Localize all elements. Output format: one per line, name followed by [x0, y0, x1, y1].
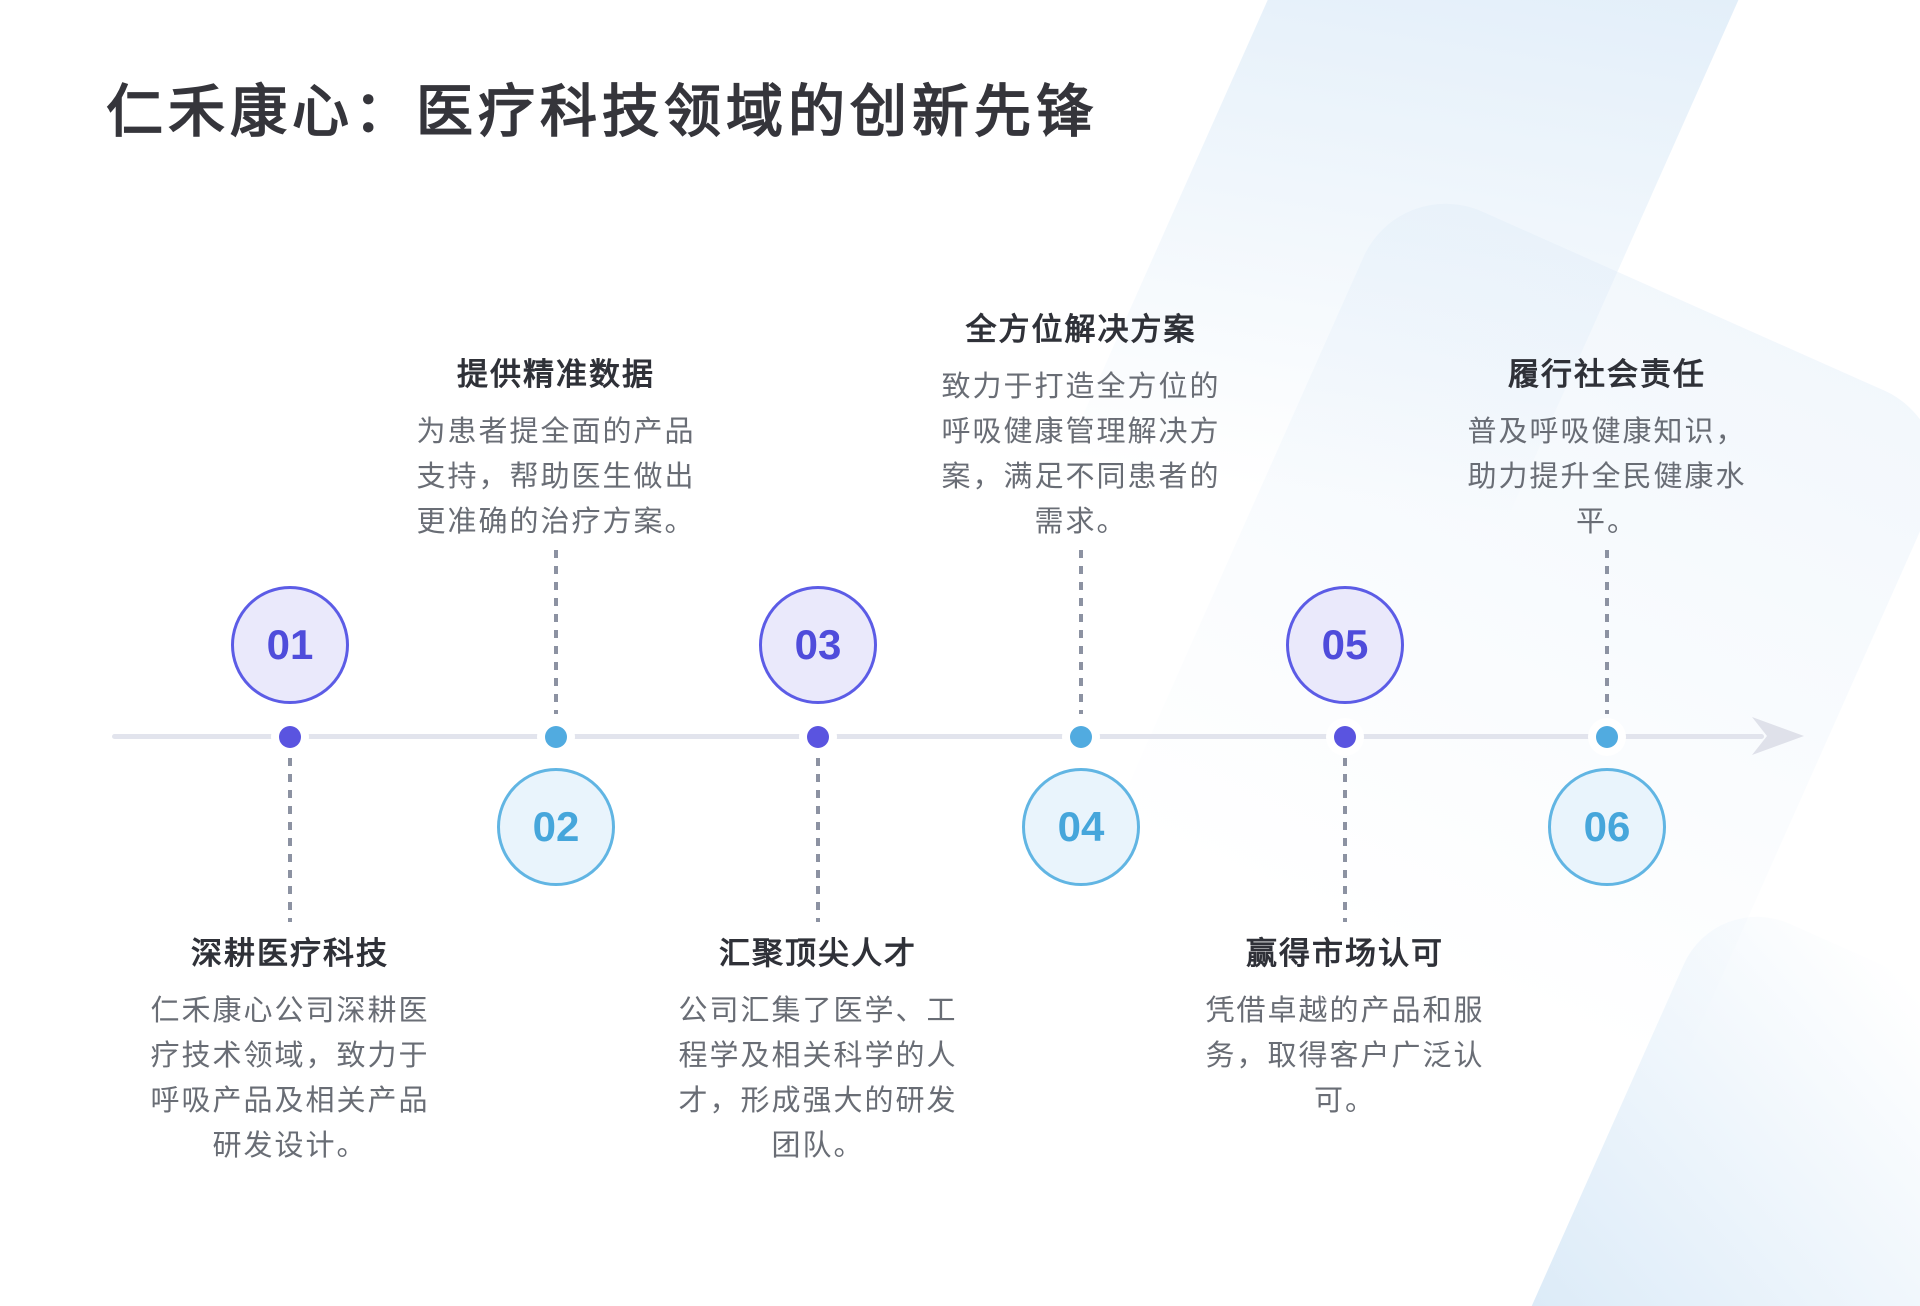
step-circle-03: 03	[759, 586, 877, 704]
step-title-05: 赢得市场认可	[1246, 936, 1444, 971]
step-title-06: 履行社会责任	[1508, 357, 1706, 392]
step-circle-05: 05	[1286, 586, 1404, 704]
step-text-04: 全方位解决方案 致力于打造全方位的呼吸健康管理解决方案，满足不同患者的需求。	[931, 304, 1231, 545]
step-text-03: 汇聚顶尖人才 公司汇集了医学、工程学及相关科学的人才，形成强大的研发团队。	[668, 928, 968, 1169]
step-description-03: 公司汇集了医学、工程学及相关科学的人才，形成强大的研发团队。	[678, 995, 958, 1162]
page-title: 仁禾康心：医疗科技领域的创新先锋	[106, 80, 1098, 144]
step-description-01: 仁禾康心公司深耕医疗技术领域，致力于呼吸产品及相关产品研发设计。	[150, 995, 430, 1162]
timeline-arrowhead-icon	[1752, 717, 1804, 755]
step-number-01: 01	[266, 621, 314, 668]
step-description-06: 普及呼吸健康知识，助力提升全民健康水平。	[1467, 416, 1747, 538]
timeline-dot-06	[1596, 726, 1618, 748]
timeline-dot-05	[1334, 726, 1356, 748]
step-text-05: 赢得市场认可 凭借卓越的产品和服务，取得客户广泛认可。	[1195, 928, 1495, 1124]
step-number-03: 03	[794, 621, 842, 668]
timeline-dot-04	[1070, 726, 1092, 748]
step-circle-06: 06	[1548, 768, 1666, 886]
step-circle-01: 01	[231, 586, 349, 704]
timeline-dot-03	[807, 726, 829, 748]
step-number-04: 04	[1057, 803, 1105, 850]
step-description-02: 为患者提全面的产品支持，帮助医生做出更准确的治疗方案。	[416, 416, 696, 538]
dashed-connector-05	[1343, 758, 1347, 922]
dashed-connector-02	[554, 550, 558, 714]
step-circle-02: 02	[497, 768, 615, 886]
timeline-axis	[112, 734, 1764, 739]
dashed-connector-03	[816, 758, 820, 922]
step-description-05: 凭借卓越的产品和服务，取得客户广泛认可。	[1205, 995, 1485, 1117]
step-number-02: 02	[532, 803, 580, 850]
step-text-02: 提供精准数据 为患者提全面的产品支持，帮助医生做出更准确的治疗方案。	[406, 349, 706, 545]
dashed-connector-04	[1079, 550, 1083, 714]
step-title-04: 全方位解决方案	[965, 312, 1197, 347]
step-circle-04: 04	[1022, 768, 1140, 886]
dashed-connector-06	[1605, 550, 1609, 714]
step-title-01: 深耕医疗科技	[191, 936, 389, 971]
step-description-04: 致力于打造全方位的呼吸健康管理解决方案，满足不同患者的需求。	[941, 371, 1221, 538]
timeline-dot-01	[279, 726, 301, 748]
step-title-02: 提供精准数据	[457, 357, 655, 392]
step-title-03: 汇聚顶尖人才	[719, 936, 917, 971]
timeline-dot-02	[545, 726, 567, 748]
step-text-06: 履行社会责任 普及呼吸健康知识，助力提升全民健康水平。	[1457, 349, 1757, 545]
step-number-06: 06	[1583, 803, 1631, 850]
step-number-05: 05	[1321, 621, 1369, 668]
step-text-01: 深耕医疗科技 仁禾康心公司深耕医疗技术领域，致力于呼吸产品及相关产品研发设计。	[140, 928, 440, 1169]
dashed-connector-01	[288, 758, 292, 922]
